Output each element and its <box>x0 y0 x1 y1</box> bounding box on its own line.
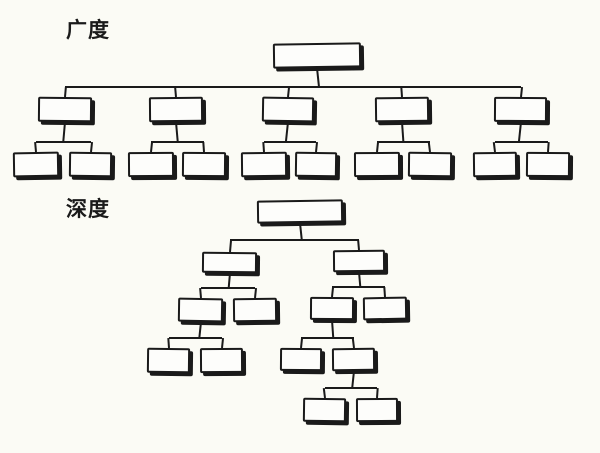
breadth-tree-edge-root-bus <box>65 86 521 88</box>
breadth-tree-edge-c4-bus <box>377 141 430 143</box>
depth-tree-edge-root-stem <box>299 222 303 241</box>
depth-tree-node-LL <box>177 297 224 323</box>
depth-tree-edge-L-drop-LL <box>199 287 202 299</box>
breadth-tree-label: 广度 <box>66 18 110 42</box>
depth-tree-edge-R-drop-RL <box>331 286 335 298</box>
depth-tree-node-RLRR <box>355 397 399 423</box>
depth-tree-edge-root-drop-R <box>357 239 360 251</box>
depth-tree-edge-L-drop-LR <box>254 287 258 299</box>
depth-tree-edge-RLR-stem <box>351 370 355 389</box>
depth-tree-node-R <box>332 249 386 273</box>
depth-tree-edge-R-drop-RR <box>383 286 386 298</box>
depth-tree-edge-L-stem <box>227 272 231 289</box>
depth-tree-node-LLR <box>199 347 244 374</box>
depth-tree-edge-LL-drop-LLL <box>167 337 170 349</box>
depth-tree-edge-RL-bus <box>301 337 354 339</box>
depth-tree-node-LLL <box>146 347 191 374</box>
depth-tree-edge-LL-stem <box>198 321 202 339</box>
depth-tree-label: 深度 <box>66 197 110 221</box>
depth-tree-node-RL <box>309 296 355 321</box>
depth-tree-edge-RLR-bus <box>325 387 377 389</box>
depth-tree-edge-LL-bus <box>169 337 222 339</box>
depth-tree-node-root <box>256 199 344 224</box>
depth-tree-node-L <box>201 251 258 274</box>
depth-tree-edge-RL-drop-RLR <box>351 337 355 349</box>
depth-tree-edge-LL-drop-LLR <box>221 337 225 349</box>
depth-tree-node-RR <box>362 296 408 321</box>
depth-tree-node-RLR <box>331 347 376 372</box>
depth-tree-edge-L-bus <box>201 287 255 289</box>
depth-tree-edge-R-bus <box>332 286 385 288</box>
breadth-tree-edge-c2-bus <box>151 141 204 143</box>
breadth-tree-edge-c3-bus <box>264 141 316 143</box>
depth-tree-edge-RL-stem <box>331 319 335 339</box>
depth-tree-edge-root-drop-L <box>229 239 233 253</box>
depth-tree-node-RLRL <box>302 397 347 423</box>
depth-tree-edge-root-bus <box>230 239 359 241</box>
depth-tree-edge-RLR-drop-RLRL <box>322 387 326 399</box>
depth-tree-edge-RL-drop-RLL <box>300 337 304 349</box>
breadth-tree-edge-c5-bus <box>495 141 548 143</box>
depth-tree-edge-RLR-drop-RLRR <box>376 387 379 399</box>
breadth-tree-edge-c1-bus <box>36 141 91 143</box>
depth-tree-node-RLL <box>279 347 323 372</box>
depth-tree-node-LR <box>232 297 278 323</box>
depth-tree-edge-R-stem <box>358 271 362 288</box>
